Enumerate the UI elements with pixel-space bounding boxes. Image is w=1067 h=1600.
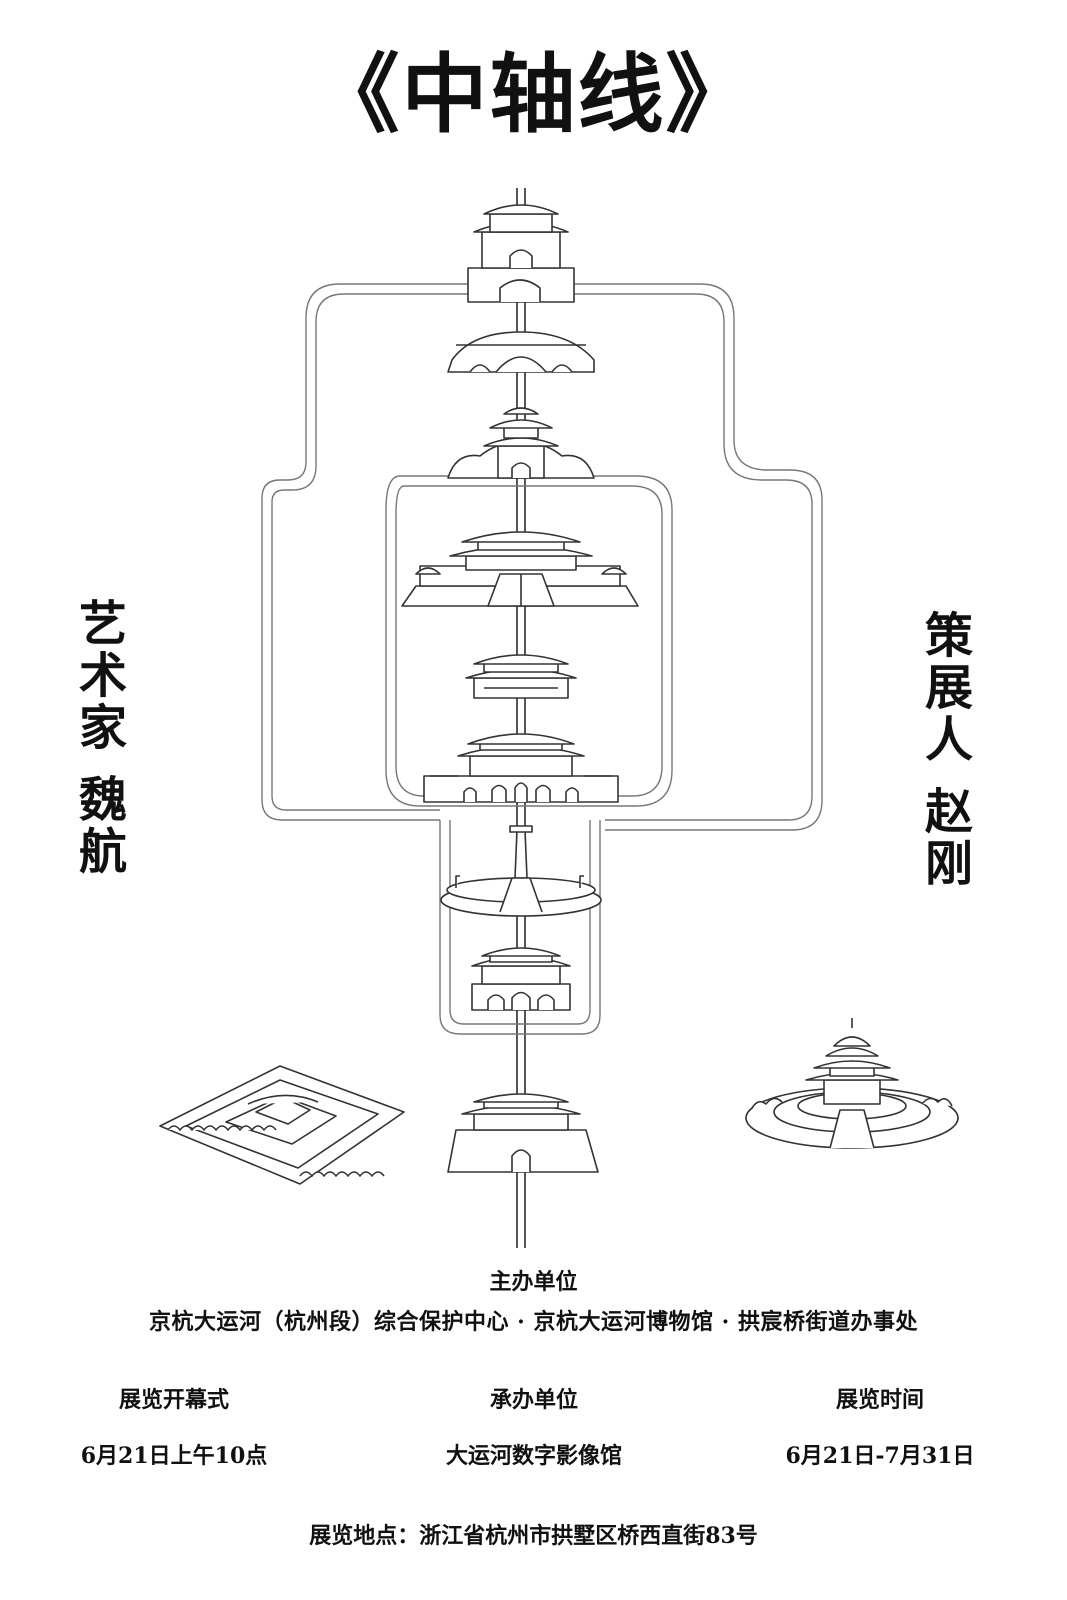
- period-value: 6月21日-7月31日: [785, 1443, 975, 1469]
- temple-of-heaven-icon: [745, 1018, 959, 1149]
- road-network: [261, 283, 823, 1035]
- organizer-text: 京杭大运河（杭州段）综合保护中心 · 京杭大运河博物馆 · 拱宸桥街道办事处: [149, 1309, 918, 1335]
- yongdingmen-icon: [447, 1093, 599, 1173]
- palace-gate-icon: [465, 654, 577, 699]
- curator-name: 赵刚: [916, 786, 972, 890]
- opening-heading: 展览开幕式: [118, 1387, 229, 1413]
- period-heading: 展览时间: [835, 1387, 924, 1413]
- opening-block: 展览开幕式 6月21日上午10点: [24, 1382, 324, 1470]
- curator-role: 策展人: [916, 610, 972, 766]
- organizer-heading: 主办单位: [489, 1269, 578, 1295]
- period-block: 展览时间 6月21日-7月31日: [730, 1382, 1030, 1470]
- forbidden-city-hall-icon: [401, 531, 639, 607]
- undertaker-value: 大运河数字影像馆: [445, 1443, 622, 1469]
- artist-role: 艺术家: [70, 598, 126, 754]
- monument-square-icon: [440, 825, 602, 917]
- poster-title: 《中轴线》: [313, 45, 754, 145]
- curator-block: 策展人赵刚: [916, 610, 972, 890]
- opening-value: 6月21日上午10点: [80, 1443, 268, 1469]
- venue-text: 展览地点：浙江省杭州市拱墅区桥西直街83号: [309, 1523, 758, 1549]
- tiananmen-icon: [423, 733, 619, 803]
- altar-icon: [159, 1065, 405, 1185]
- artist-block: 艺术家魏航: [70, 598, 126, 878]
- artist-name: 魏航: [70, 774, 126, 878]
- wanning-bridge-icon: [447, 331, 595, 373]
- bell-drum-tower-icon: [467, 204, 575, 303]
- undertaker-block: 承办单位 大运河数字影像馆: [384, 1382, 684, 1470]
- jingshan-pavilion-icon: [447, 407, 595, 479]
- undertaker-heading: 承办单位: [489, 1387, 578, 1413]
- zhengyangmen-icon: [471, 947, 571, 1011]
